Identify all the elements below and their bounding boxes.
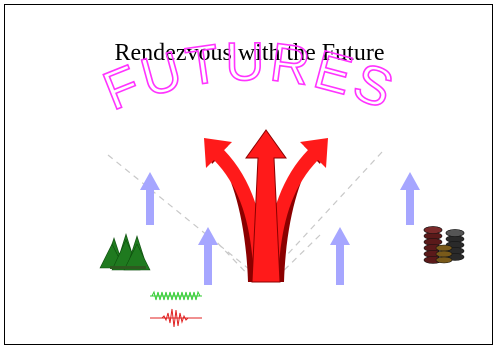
waveform-icon [150,292,202,327]
coin-stacks-icon [424,227,464,264]
upward-arrow-icon [330,227,350,285]
futures-arc-text: FUTURES [95,32,405,122]
upward-arrow-icon [140,172,160,225]
branching-arrow-icon [204,130,328,282]
trees-icon [100,234,150,270]
upward-arrow-icon [400,172,420,225]
upward-arrow-icon [198,227,218,285]
